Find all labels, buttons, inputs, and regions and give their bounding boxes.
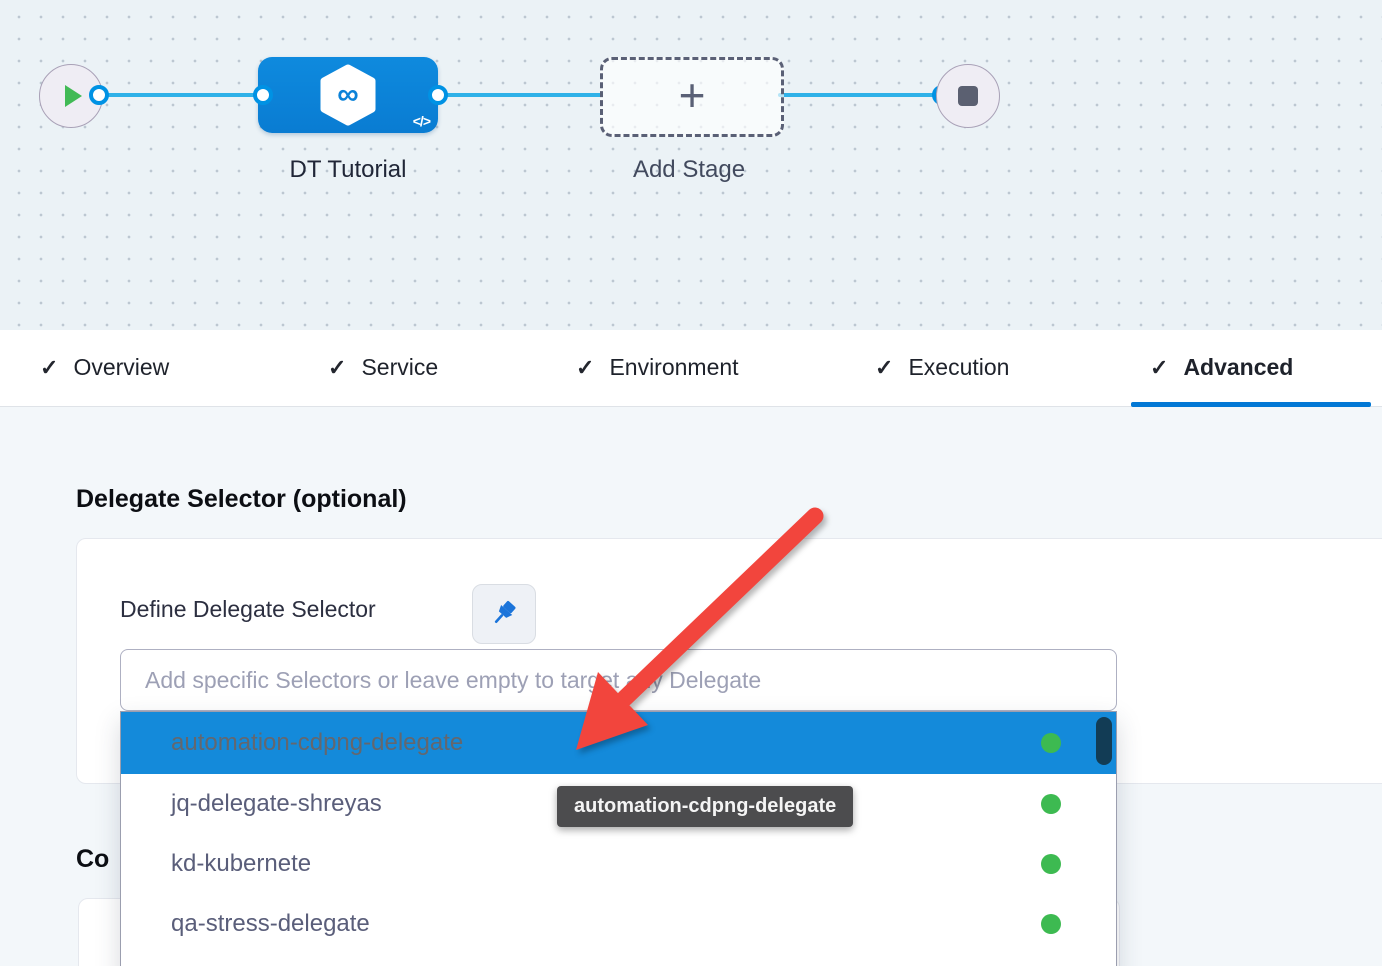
tab-label: Advanced	[1183, 354, 1293, 381]
pushpin-icon	[490, 600, 518, 628]
tab-label: Overview	[73, 354, 169, 381]
check-icon: ✓	[328, 355, 346, 381]
delegate-status-dot	[1041, 733, 1061, 753]
stage-node-dt-tutorial[interactable]: ∞ </>	[258, 57, 438, 133]
check-icon: ✓	[576, 355, 594, 381]
stage-label: DT Tutorial	[248, 156, 448, 184]
delegate-tooltip: automation-cdpng-delegate	[557, 786, 853, 827]
port-stage-out[interactable]	[428, 85, 448, 105]
add-stage-label: Add Stage	[589, 156, 789, 184]
define-delegate-selector-label: Define Delegate Selector	[120, 596, 376, 623]
tab-label: Service	[361, 354, 438, 381]
next-section-heading-partial: Co	[76, 845, 109, 874]
dropdown-item-automation-cdpng-delegate[interactable]: automation-cdpng-delegate	[121, 712, 1116, 774]
tab-environment[interactable]: ✓ Environment	[576, 354, 739, 381]
stage-tabbar: ✓ Overview ✓ Service ✓ Environment ✓ Exe…	[0, 330, 1382, 407]
edge-start-to-stage	[97, 93, 262, 97]
edge-stage-to-addstage	[437, 93, 602, 97]
dropdown-item-kd-kubernete[interactable]: kd-kubernete	[121, 834, 1116, 894]
tab-overview[interactable]: ✓ Overview	[40, 354, 169, 381]
tab-service[interactable]: ✓ Service	[328, 354, 438, 381]
cd-hexagon-icon: ∞	[319, 64, 377, 126]
delegate-selector-heading: Delegate Selector (optional)	[76, 485, 407, 514]
pin-button[interactable]	[472, 584, 536, 644]
stop-icon	[958, 86, 978, 106]
tab-advanced[interactable]: ✓ Advanced	[1150, 354, 1293, 381]
delegate-selector-input[interactable]	[120, 649, 1117, 711]
check-icon: ✓	[1150, 355, 1168, 381]
delegate-status-dot	[1041, 914, 1061, 934]
edge-addstage-to-end	[778, 93, 943, 97]
add-stage-button[interactable]: +	[600, 57, 784, 137]
check-icon: ✓	[875, 355, 893, 381]
dropdown-item-label: automation-cdpng-delegate	[171, 729, 463, 757]
pipeline-end-node[interactable]	[936, 64, 1000, 128]
dropdown-item-label: qa-stress-delegate	[171, 910, 370, 938]
code-icon: </>	[413, 113, 430, 129]
play-icon	[65, 85, 82, 107]
dropdown-item-label: jq-delegate-shreyas	[171, 790, 382, 818]
port-start-out[interactable]	[89, 85, 109, 105]
port-stage-in[interactable]	[253, 85, 273, 105]
tab-execution[interactable]: ✓ Execution	[875, 354, 1009, 381]
tab-label: Environment	[609, 354, 738, 381]
plus-icon: +	[679, 75, 706, 115]
delegate-status-dot	[1041, 794, 1061, 814]
dropdown-scrollbar-thumb[interactable]	[1096, 717, 1112, 765]
delegate-dropdown: automation-cdpng-delegate jq-delegate-sh…	[120, 711, 1117, 966]
pipeline-canvas[interactable]: ∞ </> + DT Tutorial Add Stage	[0, 0, 1382, 330]
dropdown-item-label: kd-kubernete	[171, 850, 311, 878]
delegate-status-dot	[1041, 854, 1061, 874]
check-icon: ✓	[40, 355, 58, 381]
svg-text:∞: ∞	[337, 78, 358, 111]
tab-label: Execution	[908, 354, 1009, 381]
dropdown-item-qa-stress-delegate[interactable]: qa-stress-delegate	[121, 894, 1116, 954]
